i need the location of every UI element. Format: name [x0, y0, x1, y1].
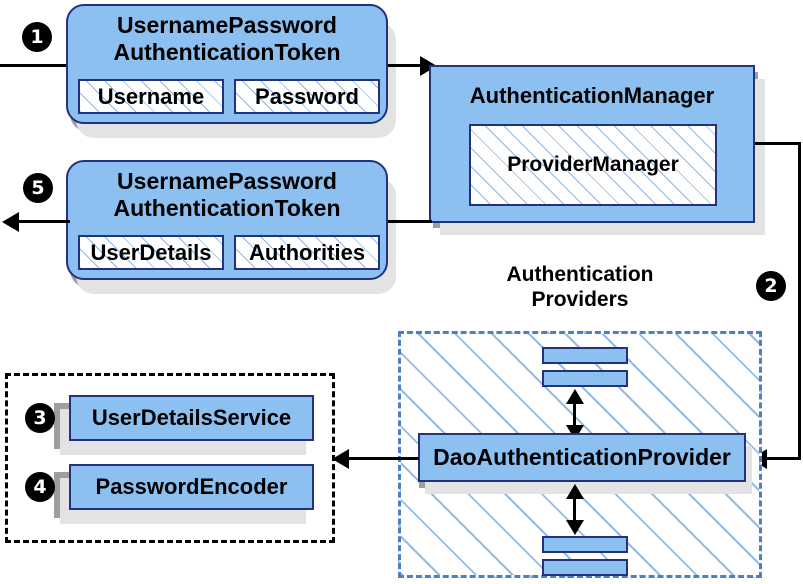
response-outgoing-arrow: [2, 212, 19, 232]
provider-to-dependencies-line: [347, 457, 419, 460]
provider-bottom-arrow-up: [566, 484, 584, 499]
provider-top-connector: [573, 395, 576, 433]
provider-placeholder-top-2: [542, 370, 628, 387]
provider-bottom-connector: [573, 490, 576, 528]
dependencies-group: [5, 373, 335, 543]
provider-manager[interactable]: ProviderManager: [469, 124, 717, 206]
token-to-manager-line: [388, 64, 428, 67]
manager-to-providers-line-h2: [765, 457, 801, 460]
response-field-authorities-label: Authorities: [248, 239, 366, 265]
authentication-manager-label: AuthenticationManager: [469, 83, 715, 108]
response-outgoing-line: [18, 220, 70, 223]
step-marker-5: 5: [23, 173, 53, 203]
response-field-userdetails-label: UserDetails: [90, 239, 212, 265]
response-field-userdetails[interactable]: UserDetails: [78, 235, 224, 270]
passwordencoder-label: PasswordEncoder: [95, 474, 288, 499]
provider-bottom-arrow-down: [566, 520, 584, 535]
providers-title: Authentication Providers: [506, 263, 654, 311]
provider-top-arrow-up: [566, 389, 584, 404]
manager-to-providers-line-h1: [755, 142, 801, 145]
dao-authentication-provider-label: DaoAuthenticationProvider: [433, 444, 731, 470]
step-marker-2: 2: [756, 271, 786, 301]
provider-placeholder-bottom-1: [542, 536, 628, 553]
response-token-title: UsernamePassword AuthenticationToken: [113, 168, 341, 221]
manager-to-response-line: [388, 220, 432, 223]
provider-manager-label: ProviderManager: [507, 153, 679, 176]
userdetailsservice[interactable]: UserDetailsService: [69, 395, 314, 441]
request-field-password[interactable]: Password: [234, 79, 380, 114]
request-field-password-label: Password: [255, 83, 359, 109]
userdetailsservice-label: UserDetailsService: [91, 405, 292, 430]
step-marker-4: 4: [25, 472, 55, 502]
provider-placeholder-bottom-2: [542, 559, 628, 576]
dao-authentication-provider[interactable]: DaoAuthenticationProvider: [418, 433, 746, 482]
provider-to-dependencies-arrow: [332, 449, 349, 469]
request-token-title: UsernamePassword AuthenticationToken: [113, 12, 341, 65]
request-field-username[interactable]: Username: [78, 79, 224, 114]
response-field-authorities[interactable]: Authorities: [234, 235, 380, 270]
passwordencoder[interactable]: PasswordEncoder: [69, 464, 314, 510]
request-field-username-label: Username: [97, 83, 205, 109]
step-marker-3: 3: [25, 403, 55, 433]
provider-placeholder-top-1: [542, 347, 628, 364]
step-marker-1: 1: [22, 22, 52, 52]
incoming-request-line: [0, 64, 72, 67]
manager-to-providers-line-v: [798, 142, 801, 460]
